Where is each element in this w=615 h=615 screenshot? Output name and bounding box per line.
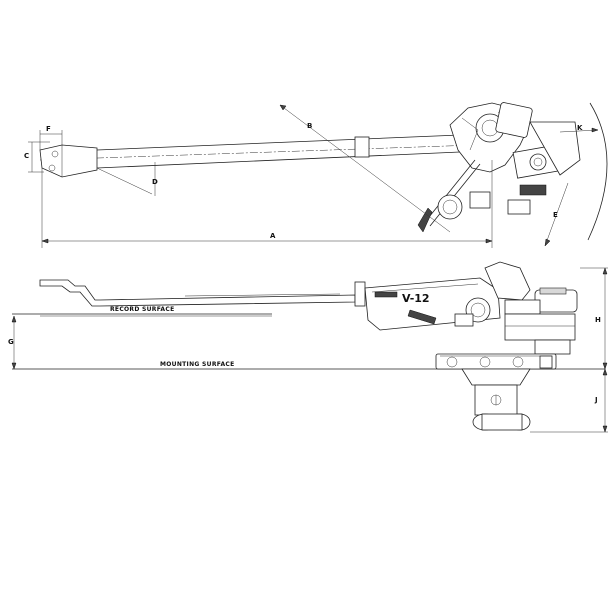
dimension-j: J [530,368,608,433]
dimension-label-h: H [595,316,601,324]
dimension-d: D [96,162,158,196]
dimension-f: F [39,125,63,150]
base-ring [435,353,557,370]
arm-tube-top [39,134,506,169]
dimension-label-k: K [577,124,583,132]
mounting-pillar [461,368,531,431]
top-view: A B C D E [24,102,608,248]
arm-tube-side [39,279,356,307]
dimension-label-a: A [270,232,276,240]
dimension-k: K [559,124,599,133]
dimension-b: B [279,104,451,233]
dimension-label-c: C [24,152,29,160]
dimension-h: H [580,267,608,370]
dimension-e: E [544,182,569,247]
dimension-label-g: G [8,338,14,346]
dimension-label-e: E [553,211,558,219]
pivot-block-side: V-12 [354,261,531,331]
dimension-c: C [24,141,50,173]
pivot-housing-top [449,102,533,173]
lift-lever-top [417,159,491,233]
dimension-label-j: J [594,396,598,404]
headshell-top [39,144,98,178]
dimension-label-d: D [152,178,158,186]
dimension-label-b: B [307,122,312,130]
record-surface-label: RECORD SURFACE [110,306,174,313]
dimension-a: A [41,160,493,248]
dimension-g: G [8,315,17,370]
counterweight-top [507,121,581,215]
counterweight-side [504,287,578,355]
model-badge: V-12 [402,292,430,305]
dimension-label-f: F [46,125,51,133]
tube-collar-top [354,136,370,158]
platter-arc [587,102,608,241]
side-view: MOUNTING SURFACE RECORD SURFACE V-12 [8,261,608,433]
mounting-surface-label: MOUNTING SURFACE [160,361,235,368]
